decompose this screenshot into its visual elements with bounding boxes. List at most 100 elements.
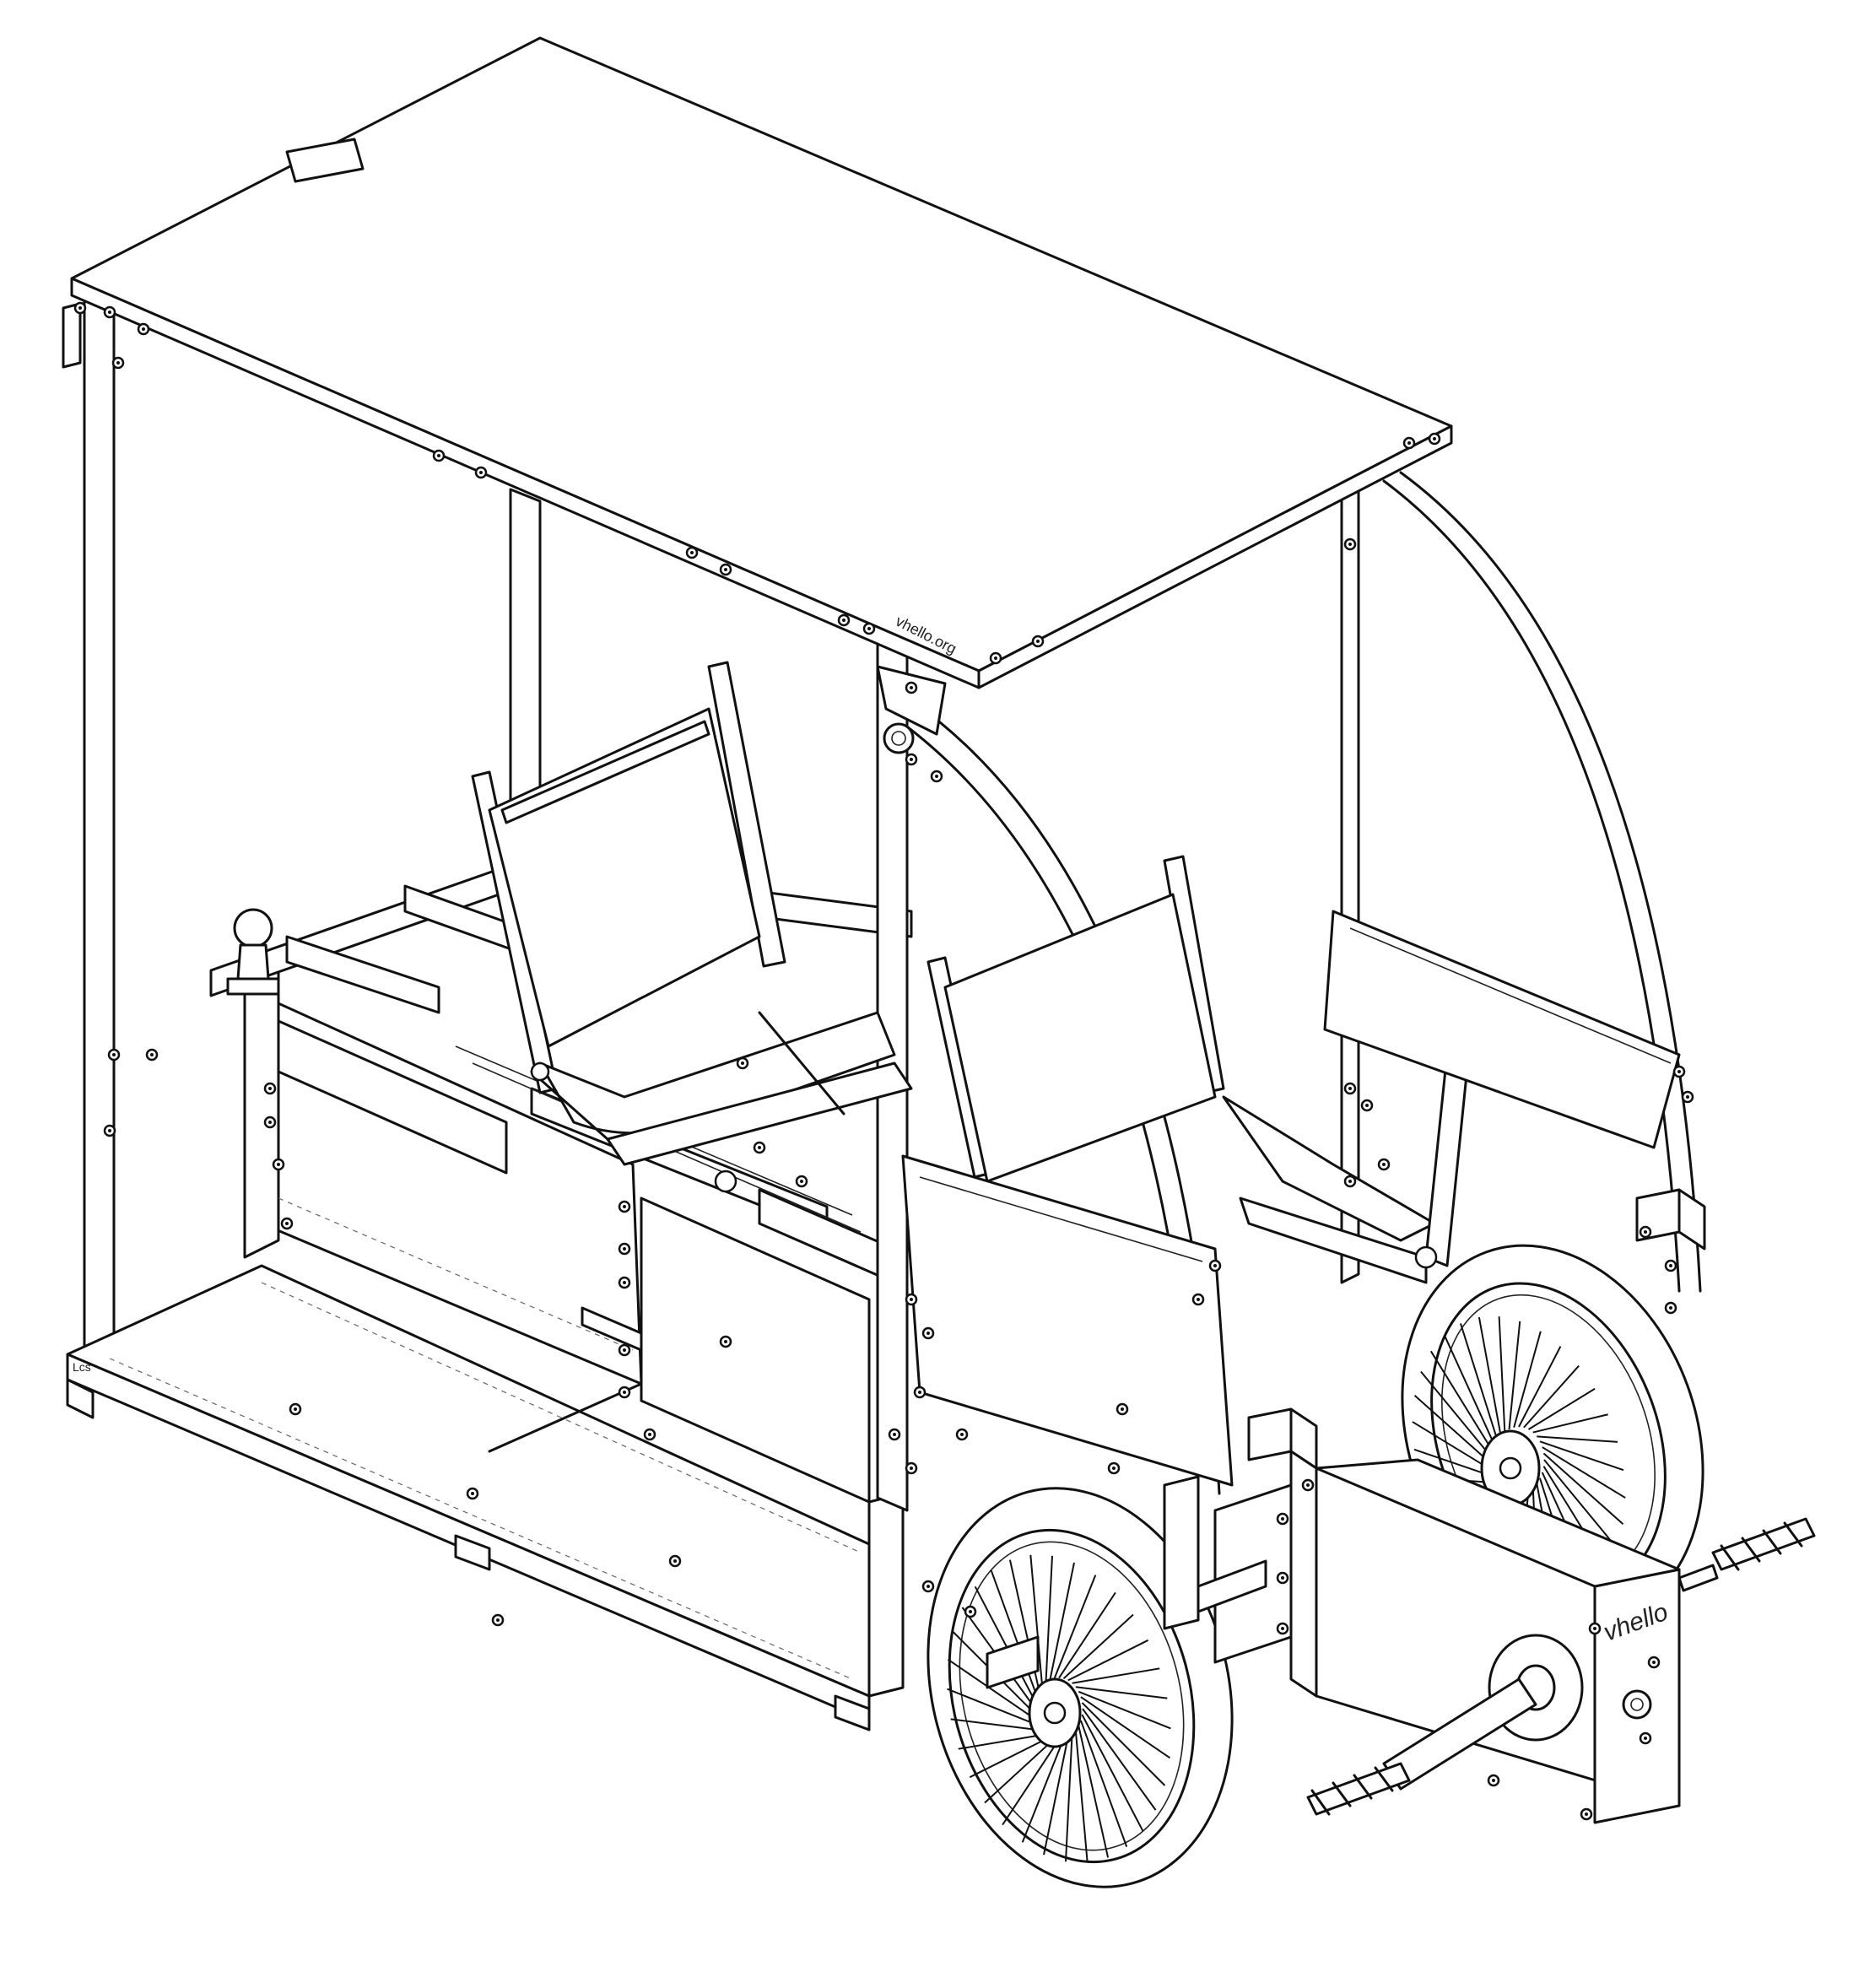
wheel-spoke bbox=[950, 1718, 1043, 1731]
bolt-center bbox=[935, 775, 938, 778]
wheel-spoke bbox=[1002, 1738, 1060, 1826]
bolt-center bbox=[994, 656, 997, 660]
wheel-spoke bbox=[984, 1737, 1056, 1804]
bolt-center bbox=[918, 1391, 921, 1394]
bolt-center bbox=[112, 1053, 116, 1056]
bolt-center bbox=[1281, 1576, 1284, 1580]
bolt-center bbox=[437, 454, 440, 457]
bolt-center bbox=[1281, 1517, 1284, 1521]
crank-box-gear-icon bbox=[1622, 1689, 1652, 1720]
bolt-center bbox=[150, 1053, 154, 1056]
wheel-spoke bbox=[969, 1736, 1051, 1779]
wheel-spoke bbox=[1527, 1387, 1596, 1430]
bolt-center bbox=[1112, 1467, 1116, 1470]
wheel-spoke bbox=[1074, 1730, 1089, 1863]
front-wheel bbox=[926, 1487, 1234, 1888]
bolt-center bbox=[1036, 640, 1040, 643]
bolt-center bbox=[623, 1205, 626, 1208]
wheel-spoke bbox=[1082, 1708, 1157, 1811]
wheel-spoke bbox=[1078, 1726, 1110, 1858]
wheel-spoke bbox=[1021, 1738, 1065, 1843]
bolt-center bbox=[1348, 543, 1352, 546]
bolt-center bbox=[758, 1146, 761, 1149]
bolt-center bbox=[926, 1585, 930, 1588]
bolt-center bbox=[1407, 441, 1411, 445]
bolt-center bbox=[1348, 1087, 1352, 1090]
wheel-spoke bbox=[1508, 1321, 1521, 1430]
wheel-spoke bbox=[1043, 1737, 1069, 1856]
wheel-spoke bbox=[1459, 1323, 1499, 1442]
bolt-center bbox=[893, 1433, 896, 1436]
tow-ball bbox=[226, 908, 280, 996]
bolt-center bbox=[741, 1062, 744, 1065]
bolt-center bbox=[926, 1332, 930, 1335]
wheel-spoke bbox=[947, 1658, 1038, 1721]
bolt-center bbox=[910, 758, 913, 761]
bolt-center bbox=[623, 1348, 626, 1352]
wheel-spoke bbox=[1062, 1613, 1134, 1680]
wheel-spoke bbox=[1513, 1331, 1542, 1429]
wheel-spoke bbox=[1443, 1334, 1497, 1448]
bolt-center bbox=[1121, 1407, 1124, 1411]
bolt-center bbox=[910, 1467, 913, 1470]
bolt-center bbox=[910, 686, 913, 689]
wheel-spoke bbox=[1045, 1555, 1053, 1683]
bolt-center bbox=[1669, 1306, 1672, 1310]
bolt-center bbox=[1281, 1627, 1284, 1630]
bolt-center bbox=[142, 327, 145, 331]
bolt-center bbox=[1306, 1483, 1310, 1487]
wheel-spoke bbox=[1080, 1696, 1171, 1759]
bolt-center bbox=[479, 471, 483, 474]
bolt-center bbox=[800, 1180, 803, 1183]
bolt-center bbox=[724, 568, 727, 571]
bolt-center bbox=[1585, 1812, 1588, 1816]
wheel-spoke bbox=[947, 1688, 1040, 1727]
bolt-center bbox=[268, 1087, 272, 1090]
bolt-center bbox=[1433, 437, 1436, 440]
bolt-center bbox=[690, 551, 694, 554]
wheel-spoke bbox=[1049, 1562, 1075, 1681]
wheel-spoke bbox=[1053, 1575, 1097, 1679]
bolt-center bbox=[277, 1163, 280, 1166]
bolt-center bbox=[496, 1618, 500, 1622]
wheel-spoke bbox=[1542, 1452, 1624, 1525]
wheel-spoke bbox=[1523, 1364, 1580, 1429]
bolt-center bbox=[648, 1433, 651, 1436]
wheel-spoke bbox=[958, 1733, 1046, 1750]
bolt-center bbox=[623, 1281, 626, 1284]
bolt-center bbox=[294, 1407, 297, 1411]
bolt-center bbox=[471, 1492, 474, 1495]
wheel-spoke bbox=[1079, 1720, 1128, 1848]
bolt-center bbox=[1365, 1104, 1369, 1107]
wheel-spoke bbox=[1429, 1350, 1495, 1454]
bolts bbox=[73, 301, 1694, 1821]
bolt-center bbox=[1644, 1230, 1647, 1234]
wheel-spoke bbox=[1081, 1702, 1166, 1786]
front-seat bbox=[926, 855, 1474, 1284]
wheel-spoke bbox=[1539, 1440, 1624, 1472]
bolt-center bbox=[1348, 1180, 1352, 1183]
wheel-spoke bbox=[1413, 1395, 1495, 1467]
bolt-center bbox=[910, 1298, 913, 1301]
bolt-center bbox=[1669, 1264, 1672, 1267]
wheel-spoke bbox=[990, 1569, 1039, 1698]
wheel-spoke bbox=[1065, 1734, 1073, 1862]
wheel-spoke bbox=[1078, 1690, 1171, 1730]
bolt-center bbox=[1197, 1298, 1200, 1301]
wheel-spoke bbox=[1067, 1639, 1149, 1682]
wheel-spoke bbox=[1537, 1435, 1618, 1443]
wheel-spoke bbox=[1029, 1554, 1044, 1688]
wheel-spoke bbox=[1058, 1591, 1116, 1679]
crank-and-pedals bbox=[1306, 1517, 1816, 1816]
front-wheel-spokes bbox=[947, 1554, 1171, 1863]
bolt-center bbox=[1593, 1627, 1596, 1630]
bolt-center bbox=[673, 1559, 677, 1563]
bolt-center bbox=[1382, 1163, 1386, 1166]
bolt-center bbox=[1677, 1070, 1681, 1073]
bolt-center bbox=[1652, 1661, 1656, 1664]
wheel-spoke bbox=[1518, 1346, 1562, 1428]
wheel-spoke bbox=[1543, 1459, 1618, 1549]
bolt-center bbox=[1686, 1095, 1689, 1099]
bolt-center bbox=[108, 1129, 111, 1132]
